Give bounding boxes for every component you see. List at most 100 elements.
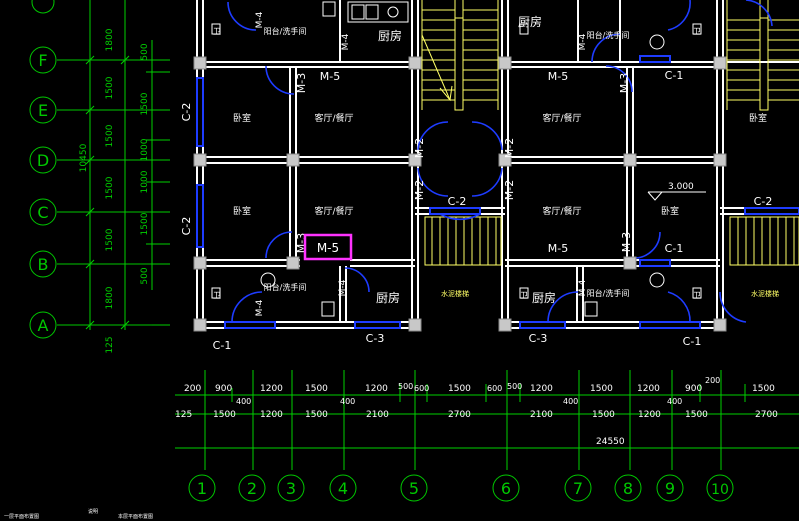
dim-125: 125 bbox=[105, 336, 115, 353]
bdim2-1200-a: 1200 bbox=[260, 410, 283, 420]
axis-c-bubble: C bbox=[29, 198, 57, 226]
room-living-2: 客厅/餐厅 bbox=[314, 205, 353, 217]
dim-1500-b: 1500 bbox=[105, 124, 115, 147]
room-toilet-1: 卫 bbox=[213, 27, 221, 36]
bdim2-2700-a: 2700 bbox=[448, 410, 471, 420]
room-kitchen-4: 厨房 bbox=[532, 290, 556, 305]
dim-total-10450: 10450 bbox=[79, 143, 89, 172]
footer-note-1: 一层平面布置图 bbox=[4, 513, 39, 520]
room-kitchen-1: 厨房 bbox=[378, 28, 402, 43]
dim-1500-d: 1500 bbox=[105, 228, 115, 251]
bdim2-2100-a: 2100 bbox=[366, 410, 389, 420]
tag-c1-4: C-1 bbox=[683, 335, 702, 348]
bdim2-1500-b: 1500 bbox=[305, 410, 328, 420]
axis-5-bubble: 5 bbox=[400, 474, 428, 502]
tag-c3-1: C-3 bbox=[366, 332, 385, 345]
room-balcony-3: 阳台/洗手间 bbox=[587, 30, 630, 40]
bdim-total-24550: 24550 bbox=[596, 437, 625, 447]
tag-c2-3: C-2 bbox=[180, 103, 193, 122]
bdim-1500-b: 1500 bbox=[448, 384, 471, 394]
axis-4-label: 4 bbox=[338, 479, 348, 498]
stair-label-left: 水泥楼梯 bbox=[441, 289, 469, 298]
highlight-label: M-5 bbox=[317, 241, 339, 255]
room-bedroom-4: 卧室 bbox=[749, 112, 767, 124]
room-kitchen-2: 厨房 bbox=[376, 290, 400, 305]
bdim2-1500-a: 1500 bbox=[213, 410, 236, 420]
room-bedroom-1: 卧室 bbox=[233, 112, 251, 124]
room-kitchen-3: 厨房 bbox=[518, 14, 542, 29]
bdim-900-b: 900 bbox=[685, 384, 702, 394]
room-toilet-3: 卫 bbox=[520, 291, 528, 300]
bdim-1500-d: 1500 bbox=[752, 384, 775, 394]
bdim2-125: 125 bbox=[175, 410, 192, 420]
dim-500-top: 500 bbox=[140, 43, 150, 60]
axis-5-label: 5 bbox=[409, 479, 419, 498]
axis-6-bubble: 6 bbox=[492, 474, 520, 502]
axis-4-bubble: 4 bbox=[329, 474, 357, 502]
tag-c1-2: C-1 bbox=[665, 242, 684, 255]
room-bedroom-3: 卧室 bbox=[661, 205, 679, 217]
tag-m5-2: M-5 bbox=[548, 70, 568, 83]
axis-10-label: 10 bbox=[711, 482, 729, 498]
axis-2-bubble: 2 bbox=[238, 474, 266, 502]
tag-m4-1: M-4 bbox=[255, 11, 265, 28]
axis-1-bubble: 1 bbox=[188, 474, 216, 502]
dim-1500-inner-b: 1500 bbox=[140, 212, 150, 235]
bdim-1200-c: 1200 bbox=[530, 384, 553, 394]
tag-m5-1: M-5 bbox=[320, 70, 340, 83]
axis-f-label: F bbox=[38, 51, 47, 70]
axis-7-bubble: 7 bbox=[564, 474, 592, 502]
axis-3-label: 3 bbox=[286, 479, 296, 498]
dim-1500-a: 1500 bbox=[105, 76, 115, 99]
bdim-600-a: 600 bbox=[414, 384, 429, 393]
tag-m4-3: M-4 bbox=[255, 299, 265, 316]
elevation-value: 3.000 bbox=[668, 182, 694, 192]
axis-d-bubble: D bbox=[29, 146, 57, 174]
axis-8-bubble: 8 bbox=[614, 474, 642, 502]
bdim-1200-a: 1200 bbox=[260, 384, 283, 394]
tag-m5-3: M-5 bbox=[548, 242, 568, 255]
room-balcony-4: 阳台/洗手间 bbox=[587, 288, 630, 298]
bdim-400-b: 400 bbox=[340, 397, 355, 406]
axis-f-bubble: F bbox=[29, 46, 57, 74]
bdim-1200-d: 1200 bbox=[637, 384, 660, 394]
bottom-dimension-texts: 200 900 1200 1500 1200 500 600 1500 600 … bbox=[175, 376, 778, 447]
axis-7-label: 7 bbox=[573, 479, 583, 498]
tag-c1-3: C-1 bbox=[213, 339, 232, 352]
bdim-400-a: 400 bbox=[236, 397, 251, 406]
tag-c1-1: C-1 bbox=[665, 69, 684, 82]
stair-label-right: 水泥楼梯 bbox=[751, 289, 779, 298]
dim-500-bottom: 500 bbox=[140, 267, 150, 284]
tag-m2-1: M-2 bbox=[413, 138, 426, 158]
axis-c-label: C bbox=[37, 203, 48, 222]
axis-b-label: B bbox=[38, 255, 49, 274]
stair-upper-right bbox=[726, 0, 799, 111]
dim-1500-c: 1500 bbox=[105, 176, 115, 199]
room-bedroom-2: 卧室 bbox=[233, 205, 251, 217]
bdim-600-b: 600 bbox=[487, 384, 502, 393]
axis-a-label: A bbox=[38, 316, 49, 335]
tag-c2-2: C-2 bbox=[754, 195, 773, 208]
tag-m4-5: M-4 bbox=[578, 33, 588, 50]
room-labels: 卧室 客厅/餐厅 卧室 客厅/餐厅 客厅/餐厅 客厅/餐厅 卧室 卧室 厨房 厨… bbox=[213, 14, 767, 305]
stair-lower-right: 水泥楼梯 bbox=[729, 216, 799, 298]
bdim-500-a: 500 bbox=[398, 382, 413, 391]
axis-a-bubble: A bbox=[29, 311, 57, 339]
room-toilet-2: 卫 bbox=[213, 291, 221, 300]
room-toilet-4: 卫 bbox=[693, 291, 701, 300]
selection-highlight[interactable]: M-5 bbox=[303, 233, 353, 261]
lettered-axis-bubbles: F E D C B A bbox=[29, 0, 57, 339]
tag-m4-2: M-4 bbox=[341, 33, 351, 50]
dim-1000-b: 1000 bbox=[140, 170, 150, 193]
room-living-4: 客厅/餐厅 bbox=[542, 205, 581, 217]
footer-note-3: 本层平面布置图 bbox=[118, 513, 153, 520]
bdim2-1500-c: 1500 bbox=[592, 410, 615, 420]
bdim-400-d: 400 bbox=[667, 397, 682, 406]
axis-e-bubble: E bbox=[29, 96, 57, 124]
bdim2-1500-d: 1500 bbox=[685, 410, 708, 420]
tag-m4-4: M-4 bbox=[338, 279, 348, 296]
tag-m3-3: M-3 bbox=[620, 232, 633, 252]
door-window-tags: M-5 M-5 M-5 C-1 C-1 C-1 C-1 C-2 C-2 C-3 … bbox=[180, 11, 772, 352]
tag-c2-1: C-2 bbox=[448, 195, 467, 208]
